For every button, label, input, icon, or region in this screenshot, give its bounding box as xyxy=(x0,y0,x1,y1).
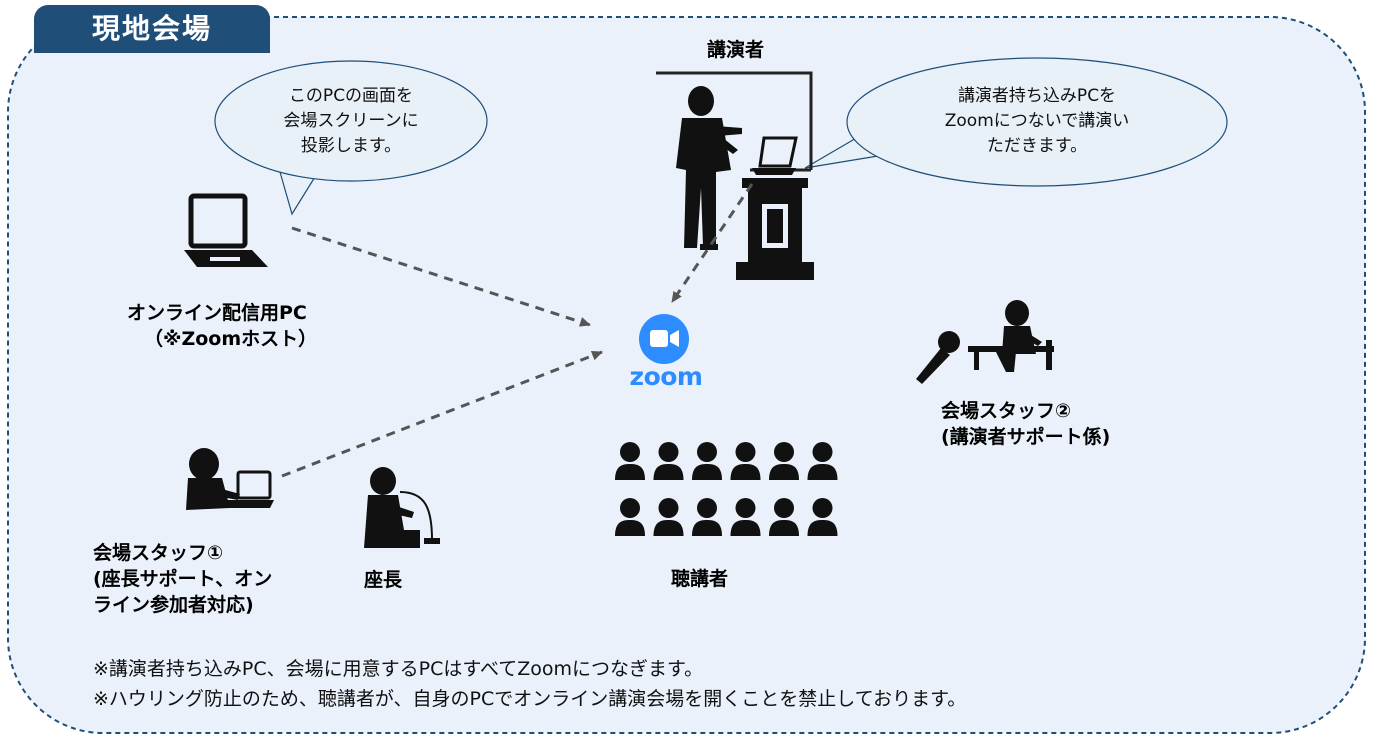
audience-member-head xyxy=(697,442,717,462)
speaker-label: 講演者 xyxy=(707,39,765,61)
laptop-icon xyxy=(184,193,268,267)
bubble-left-line: このPCの画面を xyxy=(288,86,414,106)
bubble-left-line: 会場スクリーンに xyxy=(283,111,419,131)
host-pc-label-line: （※Zoomホスト） xyxy=(144,328,318,350)
audience-member-body xyxy=(692,464,722,480)
audience-icon xyxy=(615,442,838,536)
staff2-label-line: 会場スタッフ② xyxy=(941,400,1072,422)
staff1-icon xyxy=(186,448,274,510)
audience-member-head xyxy=(620,498,640,518)
zoom-logo-icon xyxy=(639,314,689,364)
chair-label: 座長 xyxy=(364,569,403,591)
audience-member-head xyxy=(735,442,756,462)
venue-frame xyxy=(7,16,1366,734)
audience-member-body xyxy=(769,464,799,480)
audience-member-head xyxy=(735,498,756,518)
host-pc-label-line: オンライン配信用PC xyxy=(127,302,307,324)
audience-member-head xyxy=(812,442,833,462)
note-line: ※ハウリング防止のため、聴講者が、自身のPCでオンライン講演会場を開くことを禁止… xyxy=(93,688,967,710)
zoom-logo-text: zoom xyxy=(629,362,703,391)
notes: ※講演者持ち込みPC、会場に用意するPCはすべてZoomにつなぎます。 ※ハウリ… xyxy=(93,654,966,714)
staff1-label-line: 会場スタッフ① xyxy=(93,542,224,564)
bubble-left-line: 投影します。 xyxy=(300,136,402,156)
microphone-icon xyxy=(916,331,960,384)
audience-member-body xyxy=(653,520,684,536)
operator-icon xyxy=(968,300,1054,372)
speech-bubble-left xyxy=(214,60,488,216)
audience-member-body xyxy=(807,464,838,480)
audience-member-head xyxy=(774,498,794,518)
audience-member-head xyxy=(620,442,640,462)
audience-member-body xyxy=(615,520,645,536)
audience-member-body xyxy=(730,520,761,536)
staff1-label-line: (座長サポート、オン xyxy=(93,568,273,590)
audience-member-body xyxy=(769,520,799,536)
bubble-right-line: 講演者持ち込みPCを xyxy=(957,86,1117,106)
speech-bubble-right xyxy=(804,57,1228,187)
bubble-right-text: 講演者持ち込みPCを Zoomにつないで講演い ただきます。 xyxy=(880,84,1194,159)
podium-icon xyxy=(736,136,814,280)
arrow-speaker-to-zoom xyxy=(670,183,754,303)
audience-member-head xyxy=(697,498,717,518)
page-title: 現地会場 xyxy=(34,5,270,53)
audience-member-head xyxy=(658,442,679,462)
staff1-label: 会場スタッフ① (座長サポート、オン ライン参加者対応) xyxy=(93,540,272,618)
note-line: ※講演者持ち込みPC、会場に用意するPCはすべてZoomにつなぎます。 xyxy=(93,658,704,680)
audience-member-head xyxy=(658,498,679,518)
audience-member-body xyxy=(653,464,684,480)
chairperson-icon xyxy=(364,467,440,548)
bubble-left-text: このPCの画面を 会場スクリーンに 投影します。 xyxy=(245,84,457,159)
presenter-icon xyxy=(676,86,742,250)
audience-member-body xyxy=(730,464,761,480)
arrow-host-to-zoom xyxy=(291,226,591,327)
audience-member-body xyxy=(807,520,838,536)
staff2-label: 会場スタッフ② (講演者サポート係) xyxy=(941,398,1110,450)
audience-label: 聴講者 xyxy=(671,568,729,590)
bubble-right-line: Zoomにつないで講演い xyxy=(944,111,1130,131)
audience-member-body xyxy=(615,464,645,480)
host-pc-label: オンライン配信用PC （※Zoomホスト） xyxy=(127,300,317,352)
staff1-label-line: ライン参加者対応) xyxy=(93,594,254,616)
audience-member-head xyxy=(812,498,833,518)
staff2-label-line: (講演者サポート係) xyxy=(941,426,1111,448)
bubble-right-line: ただきます。 xyxy=(986,136,1088,156)
audience-member-body xyxy=(692,520,722,536)
audience-member-head xyxy=(774,442,794,462)
